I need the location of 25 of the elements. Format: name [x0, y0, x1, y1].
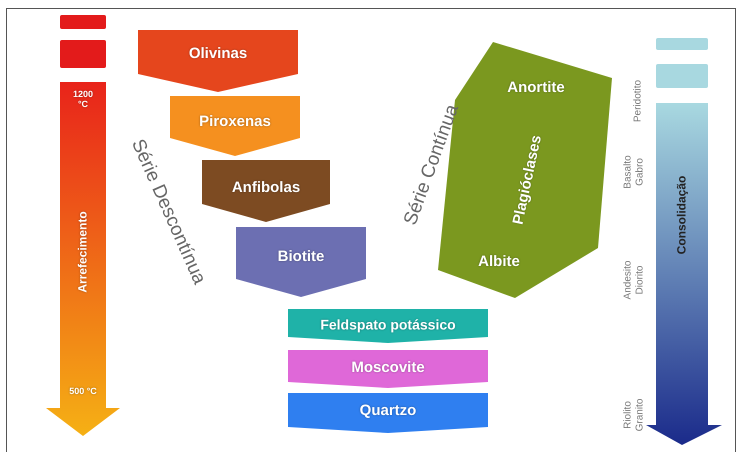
node-label: Feldspato potássico	[320, 317, 456, 333]
mineral-block	[202, 160, 330, 222]
node-label: Arrefecimento	[76, 211, 90, 293]
node-label: Quartzo	[360, 402, 416, 420]
node-label: Piroxenas	[199, 114, 271, 130]
temperature-label: 500 °C	[68, 387, 98, 397]
mineral-block	[288, 393, 488, 433]
mineral-block	[138, 30, 298, 92]
mineral-block	[236, 227, 366, 297]
node-label: Consolidação	[675, 176, 689, 254]
mineral-block	[288, 350, 488, 388]
node-label: Anortite	[507, 80, 565, 96]
node-label: Albite	[478, 254, 520, 270]
rock-name: Andesito Diorito	[622, 260, 646, 302]
rock-name: Peridotito	[632, 78, 644, 124]
rock-name: Riolito Granito	[622, 398, 646, 434]
node-label: Biotite	[278, 248, 324, 266]
node-label: Moscovite	[351, 360, 425, 376]
temperature-label: 1200 °C	[72, 90, 94, 110]
mineral-block	[288, 309, 488, 343]
temperature-arrow	[46, 82, 120, 436]
node-label: Anfibolas	[232, 180, 300, 196]
mineral-block	[170, 96, 300, 156]
rock-name: Basalto Gabro	[622, 154, 646, 191]
node-label: Olivinas	[188, 46, 248, 62]
